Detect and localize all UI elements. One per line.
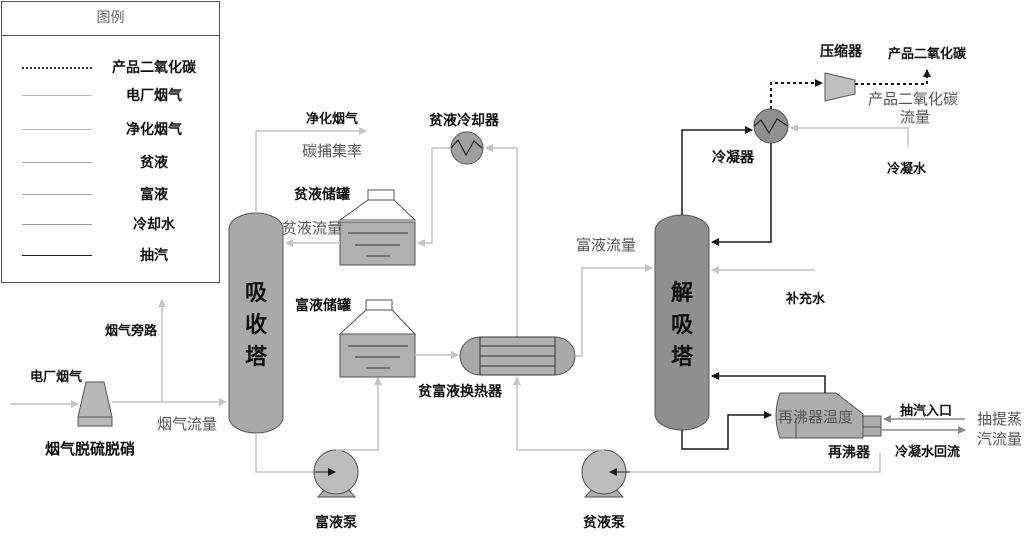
rich-flow-variable: 富液流量 <box>576 236 637 254</box>
lean-tank <box>338 189 417 266</box>
steam-flow-variable-2: 汽流量 <box>977 430 1023 448</box>
line-icon <box>22 129 92 130</box>
makeup-water-label: 补充水 <box>786 292 826 307</box>
lean-cooler-label: 贫液冷却器 <box>429 113 499 129</box>
rich-to-stripper-line <box>575 264 653 357</box>
condensate-return-label: 冷凝水回流 <box>895 445 961 460</box>
absorber-bottom-line <box>255 433 318 473</box>
legend-label: 产品二氧化碳 <box>112 60 196 76</box>
steam-flow-variable-1: 抽提蒸 <box>977 410 1023 428</box>
condenser <box>753 108 789 144</box>
cooler-to-lean-tank-line <box>417 147 451 247</box>
condenser-label: 冷凝器 <box>712 150 754 166</box>
line-icon <box>22 194 92 195</box>
legend-item-rich-solution: 富液 <box>2 184 219 204</box>
legend-item-plant-flue-gas: 电厂烟气 <box>2 85 219 105</box>
stripper-bottom-line <box>681 411 772 450</box>
stripper-overhead-line <box>681 126 753 215</box>
product-co2-out-line <box>855 69 931 85</box>
line-icon <box>22 224 92 225</box>
reboiler-vapor-line <box>711 372 826 393</box>
product-co2-flow-variable-1: 产品二氧化碳 <box>868 90 959 108</box>
lean-pump-label: 贫液泵 <box>583 515 625 531</box>
flue-gas-bypass-label: 烟气旁路 <box>105 324 158 339</box>
product-co2-line <box>770 79 823 109</box>
reboiler <box>775 392 882 439</box>
legend-item-lean-solution: 贫液 <box>2 152 219 172</box>
fgd-unit <box>77 381 113 427</box>
legend: 图例 产品二氧化碳 电厂烟气 净化烟气 贫液 富液 冷却水 抽汽 <box>1 1 220 283</box>
dashed-line-icon <box>22 67 92 69</box>
legend-label: 抽汽 <box>140 248 168 264</box>
hx-to-cooler-line <box>485 144 518 340</box>
flue-gas-flow-variable: 烟气流量 <box>157 415 218 433</box>
legend-label: 贫液 <box>140 155 168 171</box>
reflux-line <box>711 143 772 246</box>
rich-pump-label: 富液泵 <box>315 515 357 531</box>
lean-rich-heat-exchanger <box>459 336 576 376</box>
compressor <box>824 72 856 102</box>
steam-inlet-label: 抽汽入口 <box>900 404 953 419</box>
product-co2-flow-variable-2: 流量 <box>900 108 931 126</box>
absorber-label: 吸收塔 <box>244 281 267 370</box>
stripper-label: 解吸塔 <box>670 281 693 370</box>
legend-item-product-co2: 产品二氧化碳 <box>2 57 219 77</box>
clean-flue-gas-line <box>255 127 367 213</box>
legend-label: 冷却水 <box>133 217 175 233</box>
legend-label: 电厂烟气 <box>126 88 182 104</box>
lean-cooler <box>450 131 484 165</box>
plant-flue-gas-label: 电厂烟气 <box>30 370 83 385</box>
cooling-water-line <box>790 124 909 147</box>
rich-pump <box>313 377 382 498</box>
legend-title: 图例 <box>2 2 219 36</box>
legend-item-clean-flue-gas: 净化烟气 <box>2 119 219 139</box>
lean-flow-variable: 贫液流量 <box>282 219 343 237</box>
lean-tank-label: 贫液储罐 <box>294 187 350 203</box>
rich-tank <box>338 299 417 378</box>
cooling-water-label: 冷凝水 <box>887 162 927 177</box>
lean-pump <box>513 377 881 498</box>
heat-exchanger-label: 贫富液换热器 <box>418 384 502 400</box>
compressor-label: 压缩器 <box>820 44 862 60</box>
product-co2-label: 产品二氧化碳 <box>888 47 967 62</box>
fgd-label: 烟气脱硫脱硝 <box>45 440 136 458</box>
legend-item-cooling-water: 冷却水 <box>2 214 219 234</box>
legend-label: 净化烟气 <box>126 122 182 138</box>
reboiler-label: 再沸器 <box>828 445 870 461</box>
capture-rate-variable: 碳捕集率 <box>302 142 363 160</box>
rich-tank-label: 富液储罐 <box>295 298 351 314</box>
clean-flue-gas-label: 净化烟气 <box>306 112 359 127</box>
line-icon <box>22 95 92 96</box>
reboiler-temp-variable: 再沸器温度 <box>778 408 854 426</box>
line-icon <box>22 255 92 256</box>
legend-label: 富液 <box>140 187 168 203</box>
line-icon <box>22 162 92 163</box>
legend-item-steam-extraction: 抽汽 <box>2 245 219 265</box>
